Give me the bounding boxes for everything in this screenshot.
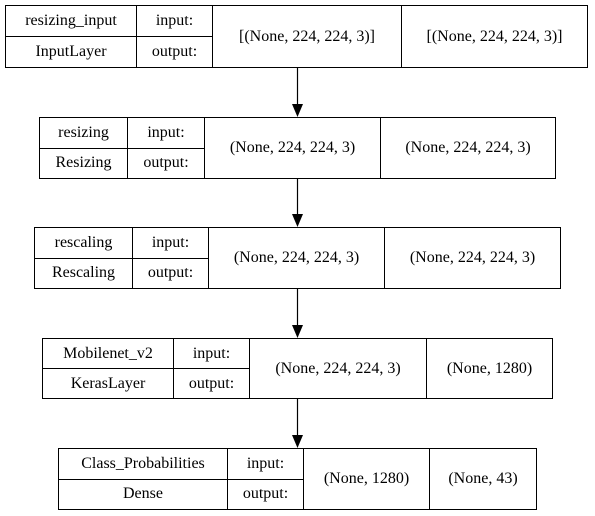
arrow-0-to-1 [292,68,303,117]
io-label-column: input: output: [174,339,250,398]
io-label-column: input: output: [137,6,213,67]
io-label-column: input: output: [128,118,205,178]
layer-type: KerasLayer [43,368,173,398]
output-label: output: [228,478,303,510]
layer-type: Dense [59,478,227,510]
layer-name-column: Class_Probabilities Dense [59,449,228,509]
input-label: input: [147,123,185,141]
output-shape: (None, 43) [448,470,518,487]
layer-name-column: resizing_input InputLayer [6,6,137,67]
arrow-1-to-2 [292,179,303,227]
layer-node-resizing-input: resizing_input InputLayer input: output:… [5,5,588,68]
layer-node-resizing: resizing Resizing input: output: (None, … [39,117,556,179]
layer-name: rescaling [54,233,113,251]
input-shape: [(None, 224, 224, 3)] [213,6,402,67]
layer-name: Class_Probabilities [81,454,205,472]
input-shape: (None, 224, 224, 3) [250,339,427,398]
output-shape: (None, 1280) [446,359,533,377]
input-shape: (None, 224, 224, 3) [209,228,385,288]
input-label: input: [192,344,231,362]
output-shape: [(None, 224, 224, 3)] [426,27,563,45]
layer-node-class-probabilities: Class_Probabilities Dense input: output:… [58,448,537,510]
layer-type: Resizing [40,147,127,179]
input-label: input: [246,454,285,472]
io-label-column: input: output: [228,449,304,509]
input-shape: (None, 1280) [304,449,430,509]
io-label-column: input: output: [133,228,209,288]
layer-node-rescaling: rescaling Rescaling input: output: (None… [34,227,561,289]
output-label: output: [128,147,204,179]
layer-name: resizing_input [25,12,117,29]
layer-type: InputLayer [6,36,136,67]
output-shape: (None, 224, 224, 3) [405,139,531,156]
layer-name: Mobilenet_v2 [63,344,153,362]
arrow-2-to-3 [292,289,303,338]
output-shape: (None, 224, 224, 3) [409,249,536,266]
output-label: output: [174,368,249,398]
layer-name-column: resizing Resizing [40,118,128,178]
layer-name: resizing [58,123,109,141]
input-label: input: [151,233,190,251]
layer-name-column: Mobilenet_v2 KerasLayer [43,339,174,398]
layer-node-mobilenet-v2: Mobilenet_v2 KerasLayer input: output: (… [42,338,553,399]
arrow-3-to-4 [292,399,303,448]
layer-name-column: rescaling Rescaling [35,228,133,288]
input-shape: (None, 224, 224, 3) [205,118,381,178]
input-label: input: [155,12,194,29]
output-label: output: [137,36,212,67]
output-label: output: [133,257,208,289]
layer-type: Rescaling [35,257,132,289]
